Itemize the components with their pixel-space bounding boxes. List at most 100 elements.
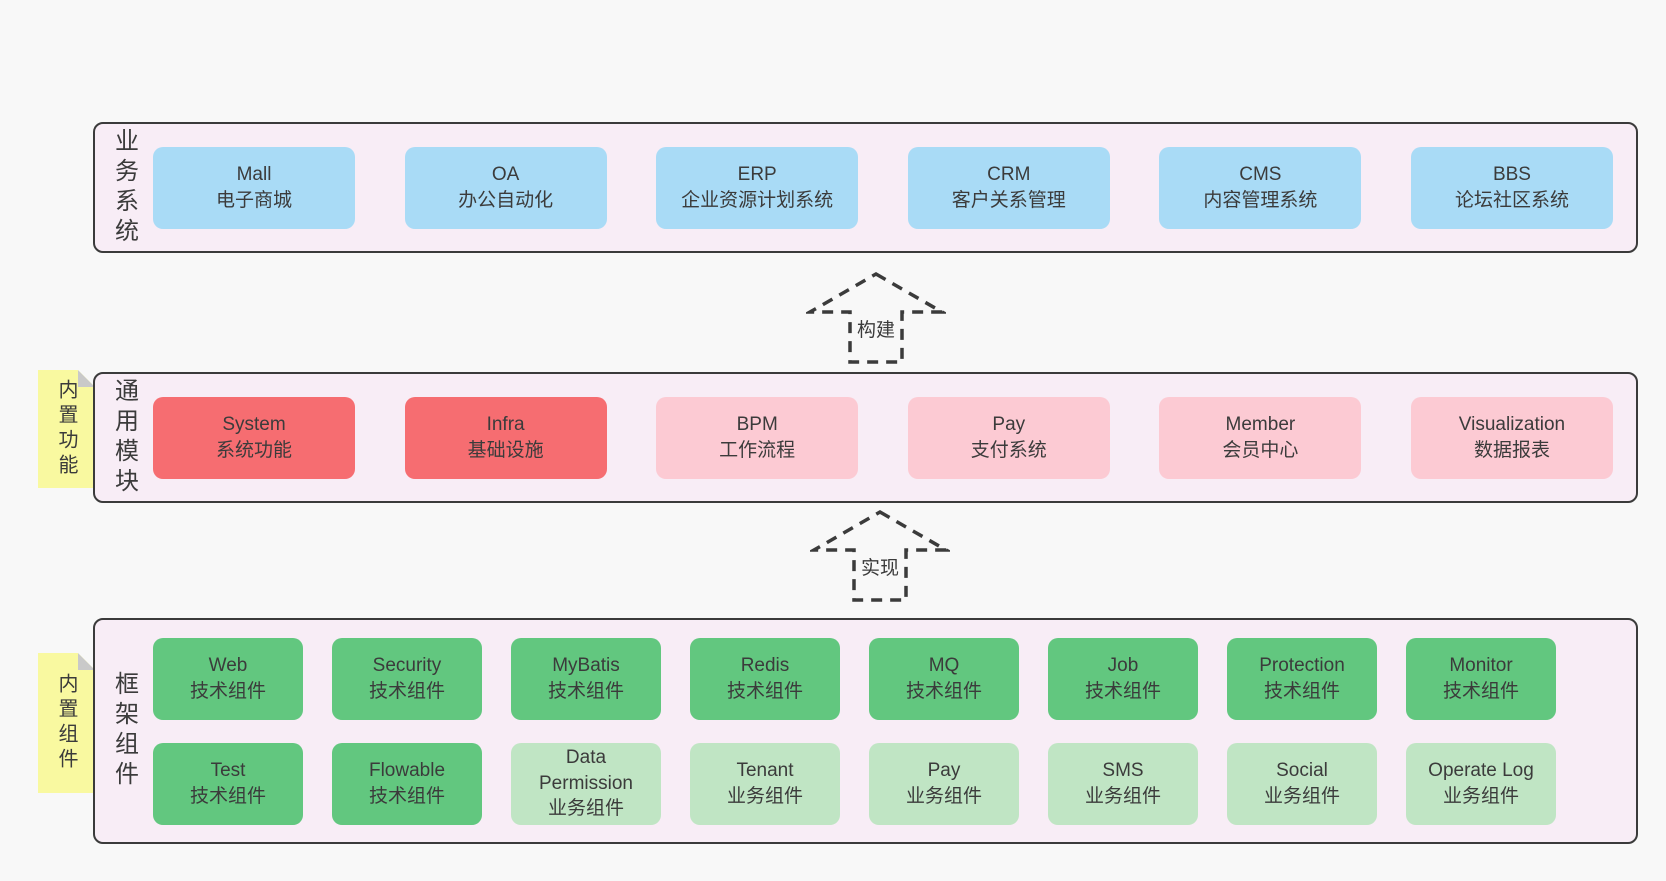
sticky-note-built-in-features-label: 内置功能 — [55, 379, 77, 479]
box-subtitle: 技术组件 — [1263, 680, 1340, 702]
box-monitor: Monitor 技术组件 — [1406, 637, 1556, 720]
box-subtitle: 技术组件 — [905, 680, 982, 702]
box-subtitle: 基础设施 — [467, 439, 544, 461]
box-title: Infra — [486, 413, 525, 435]
box-subtitle: 技术组件 — [1084, 680, 1161, 702]
arrow-implement: 实现 — [810, 506, 950, 604]
box-title: Pay — [927, 759, 961, 781]
box-title: ERP — [737, 163, 777, 185]
section-business-systems-label: 业务系统 — [110, 127, 138, 248]
sticky-note-built-in-components-label: 内置组件 — [55, 673, 77, 773]
box-oa: OA 办公自动化 — [404, 146, 607, 229]
box-subtitle: 客户关系管理 — [951, 189, 1066, 211]
sticky-note-built-in-features: 内置功能 — [38, 370, 95, 488]
box-subtitle: 业务组件 — [905, 785, 982, 807]
box-title: BBS — [1492, 163, 1531, 185]
box-subtitle: 技术组件 — [368, 785, 445, 807]
box-subtitle: 技术组件 — [368, 680, 445, 702]
box-bpm: BPM 工作流程 — [656, 396, 859, 479]
box-subtitle: 办公自动化 — [458, 189, 554, 211]
box-subtitle: 技术组件 — [189, 680, 266, 702]
box-bbs: BBS 论坛社区系统 — [1410, 146, 1613, 229]
box-sms: SMS 业务组件 — [1048, 742, 1198, 825]
box-pay: Pay 支付系统 — [907, 396, 1110, 479]
box-mq: MQ 技术组件 — [869, 637, 1019, 720]
box-crm: CRM 客户关系管理 — [907, 146, 1110, 229]
box-operate-log: Operate Log 业务组件 — [1406, 742, 1556, 825]
box-member: Member 会员中心 — [1159, 396, 1362, 479]
box-subtitle: 电子商城 — [215, 189, 292, 211]
box-title: Protection — [1259, 654, 1345, 676]
box-test: Test 技术组件 — [153, 742, 303, 825]
box-title: OA — [491, 163, 520, 185]
box-subtitle: 数据报表 — [1473, 439, 1550, 461]
section-framework-components-label: 框架组件 — [110, 671, 138, 791]
box-title: SMS — [1102, 759, 1144, 781]
box-title: Visualization — [1458, 413, 1566, 435]
box-cms: CMS 内容管理系统 — [1159, 146, 1362, 229]
box-visualization: Visualization 数据报表 — [1410, 396, 1613, 479]
box-title: BPM — [736, 413, 778, 435]
box-title: Member — [1225, 413, 1296, 435]
box-title: Operate Log — [1428, 759, 1534, 781]
box-mall: Mall 电子商城 — [153, 146, 355, 229]
arrow-implement-label: 实现 — [856, 552, 904, 581]
box-title: Web — [208, 654, 248, 676]
box-subtitle: 业务组件 — [1263, 785, 1340, 807]
box-title: CRM — [987, 163, 1031, 185]
box-subtitle: 技术组件 — [547, 680, 624, 702]
box-protection: Protection 技术组件 — [1227, 637, 1377, 720]
box-title: Monitor — [1449, 654, 1513, 676]
box-redis: Redis 技术组件 — [690, 637, 840, 720]
box-title: Flowable — [368, 759, 446, 781]
box-title: Pay — [992, 413, 1026, 435]
box-title: Test — [210, 759, 246, 781]
box-title: MQ — [928, 654, 960, 676]
box-title: Mall — [236, 163, 272, 185]
box-subtitle: 论坛社区系统 — [1454, 189, 1569, 211]
arrow-build-shape — [806, 271, 946, 364]
box-subtitle: 系统功能 — [215, 439, 292, 461]
box-mybatis: MyBatis 技术组件 — [511, 637, 661, 720]
box-title: Social — [1276, 759, 1328, 781]
box-subtitle: 会员中心 — [1222, 439, 1299, 461]
box-subtitle: 内容管理系统 — [1203, 189, 1318, 211]
box-subtitle: 业务组件 — [1442, 785, 1519, 807]
sticky-note-built-in-components: 内置组件 — [38, 653, 95, 793]
box-subtitle: 业务组件 — [726, 785, 803, 807]
box-subtitle: 业务组件 — [1084, 785, 1161, 807]
box-flowable: Flowable 技术组件 — [332, 742, 482, 825]
box-subtitle: 支付系统 — [970, 439, 1047, 461]
box-title: Security — [372, 654, 442, 676]
arrow-implement-shape — [810, 509, 950, 602]
arrow-build: 构建 — [806, 268, 946, 366]
box-subtitle: 技术组件 — [726, 680, 803, 702]
box-job: Job 技术组件 — [1048, 637, 1198, 720]
section-common-modules-label: 通用模块 — [110, 377, 138, 498]
box-subtitle: 技术组件 — [189, 785, 266, 807]
box-social: Social 业务组件 — [1227, 742, 1377, 825]
box-subtitle: 工作流程 — [719, 439, 796, 461]
box-title: MyBatis — [552, 654, 620, 676]
box-title: Job — [1107, 654, 1139, 676]
box-infra: Infra 基础设施 — [404, 396, 607, 479]
box-subtitle: 技术组件 — [1442, 680, 1519, 702]
box-title: Redis — [740, 654, 790, 676]
arrow-build-label: 构建 — [852, 314, 900, 343]
box-security: Security 技术组件 — [332, 637, 482, 720]
box-title: CMS — [1239, 163, 1282, 185]
